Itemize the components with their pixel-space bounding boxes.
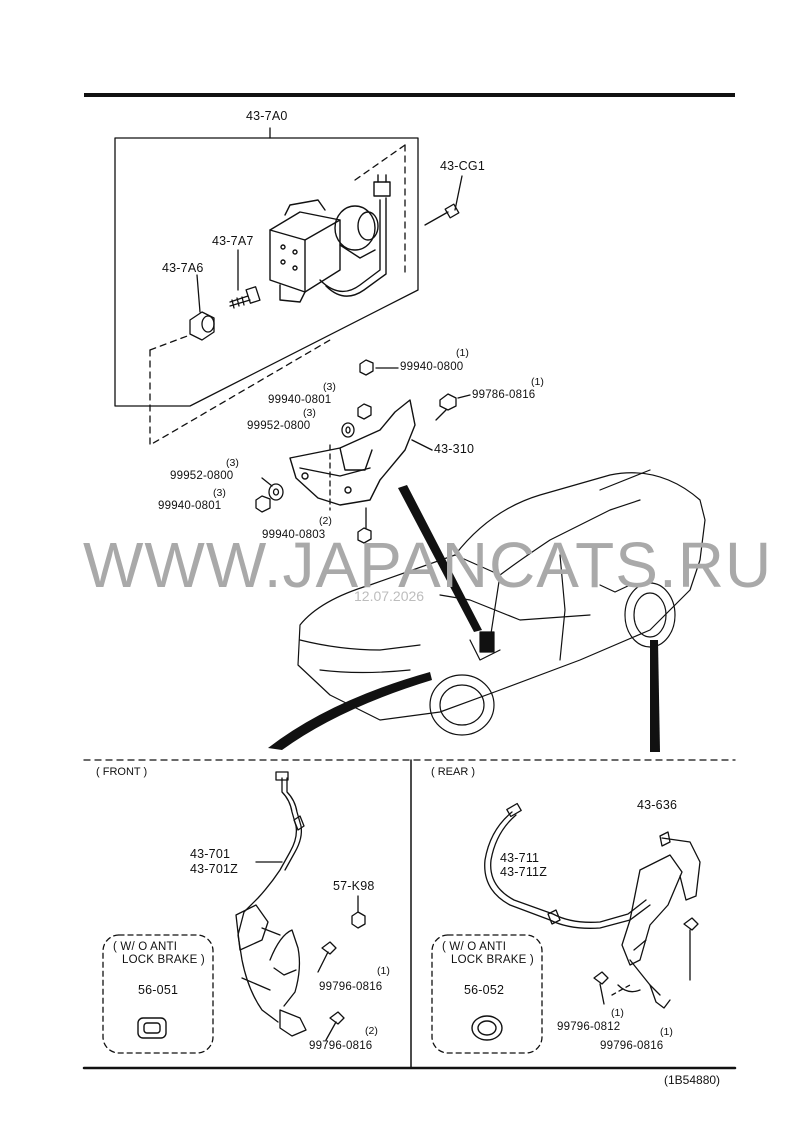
rear-bolt-99796-0812 <box>593 971 609 1005</box>
label-43-7A0: 43-7A0 <box>246 109 288 123</box>
label-99940-0801-b: 99940-0801 <box>158 500 222 512</box>
label-43-636: 43-636 <box>637 798 678 812</box>
nut-99940-0801-b <box>255 495 271 513</box>
qty-99952-0800-a: (3) <box>303 407 316 419</box>
front-bolt-99796-0816-b <box>325 1011 345 1041</box>
qty-rear-99796-0816: (1) <box>660 1026 673 1038</box>
label-front-99796-0816-a: 99796-0816 <box>319 981 383 993</box>
bush-43-7A6 <box>189 274 215 341</box>
nut-99940-0800 <box>359 359 399 376</box>
label-99952-0800-a: 99952-0800 <box>247 420 311 432</box>
nut-99940-0801-a <box>357 403 372 420</box>
rear-grommet-56-052 <box>471 1015 503 1041</box>
qty-99940-0801-a: (3) <box>323 381 336 393</box>
qty-99952-0800-b: (3) <box>226 457 239 469</box>
qty-99940-0801-b: (3) <box>213 487 226 499</box>
qty-99940-0803: (2) <box>319 515 332 527</box>
watermark: WWW.JAPANCATS.RU <box>83 529 773 601</box>
abs-unit-frame <box>114 127 419 446</box>
label-rear-99796-0812: 99796-0812 <box>557 1021 621 1033</box>
front-plug-56-051 <box>137 1017 167 1039</box>
front-section-title: ( FRONT ) <box>96 766 148 778</box>
front-bolt-99796-0816-a <box>317 941 337 973</box>
rear-bolt-99796-0816 <box>683 917 699 981</box>
nut-99940-0803 <box>357 507 372 544</box>
rear-section-title: ( REAR ) <box>431 766 475 778</box>
label-43-711: 43-711 <box>500 851 540 865</box>
label-56-052: 56-052 <box>464 983 505 997</box>
bracket-43-310 <box>289 399 433 506</box>
diagram-code: (1B54880) <box>664 1073 721 1087</box>
bolt-99786-0816 <box>435 393 471 421</box>
label-43-701: 43-701 <box>190 847 231 861</box>
clip-43-CG1 <box>424 175 463 226</box>
label-rear-99796-0816: 99796-0816 <box>600 1040 664 1052</box>
label-43-7A6: 43-7A6 <box>162 261 204 275</box>
label-99940-0801-a: 99940-0801 <box>268 394 332 406</box>
label-43-701Z: 43-701Z <box>190 862 238 876</box>
label-43-7A7: 43-7A7 <box>212 234 254 248</box>
qty-99940-0800: (1) <box>456 347 469 359</box>
label-99952-0800-b: 99952-0800 <box>170 470 234 482</box>
rear-abs-sensor-harness <box>484 802 701 1009</box>
qty-rear-99796-0812: (1) <box>611 1007 624 1019</box>
qty-front-99796-0816-a: (1) <box>377 965 390 977</box>
label-99786-0816: 99786-0816 <box>472 389 536 401</box>
label-56-051: 56-051 <box>138 983 179 997</box>
car-illustration <box>297 469 706 736</box>
watermark-date: 12.07.2026 <box>354 588 425 604</box>
label-front-99796-0816-b: 99796-0816 <box>309 1040 373 1052</box>
abs-hydraulic-unit <box>269 174 391 303</box>
rear-clip-43-636 <box>659 831 671 847</box>
rear-wo-abs-box <box>431 934 543 1054</box>
qty-front-99796-0816-b: (2) <box>365 1025 378 1037</box>
qty-99786-0816: (1) <box>531 376 544 388</box>
label-57-K98: 57-K98 <box>333 879 375 893</box>
label-43-310: 43-310 <box>434 442 475 456</box>
front-wo-abs-line2: LOCK BRAKE ) <box>122 954 205 966</box>
washer-99952-0800-b <box>261 477 284 501</box>
washer-99952-0800-a <box>341 422 355 438</box>
bolt-43-7A7 <box>229 249 261 309</box>
rear-wo-abs-line2: LOCK BRAKE ) <box>451 954 534 966</box>
top-rule <box>84 93 735 97</box>
label-43-711Z: 43-711Z <box>500 865 548 879</box>
front-clip-57-K98 <box>351 895 366 929</box>
label-99940-0800: 99940-0800 <box>400 361 464 373</box>
front-wo-abs-box <box>102 934 214 1054</box>
label-99940-0803: 99940-0803 <box>262 529 326 541</box>
front-abs-sensor-harness <box>235 771 307 1037</box>
rear-wo-abs-line1: ( W/ O ANTI <box>442 941 507 953</box>
pointer-arrows <box>268 485 660 752</box>
front-wo-abs-line1: ( W/ O ANTI <box>113 941 178 953</box>
label-43-CG1: 43-CG1 <box>440 159 485 173</box>
